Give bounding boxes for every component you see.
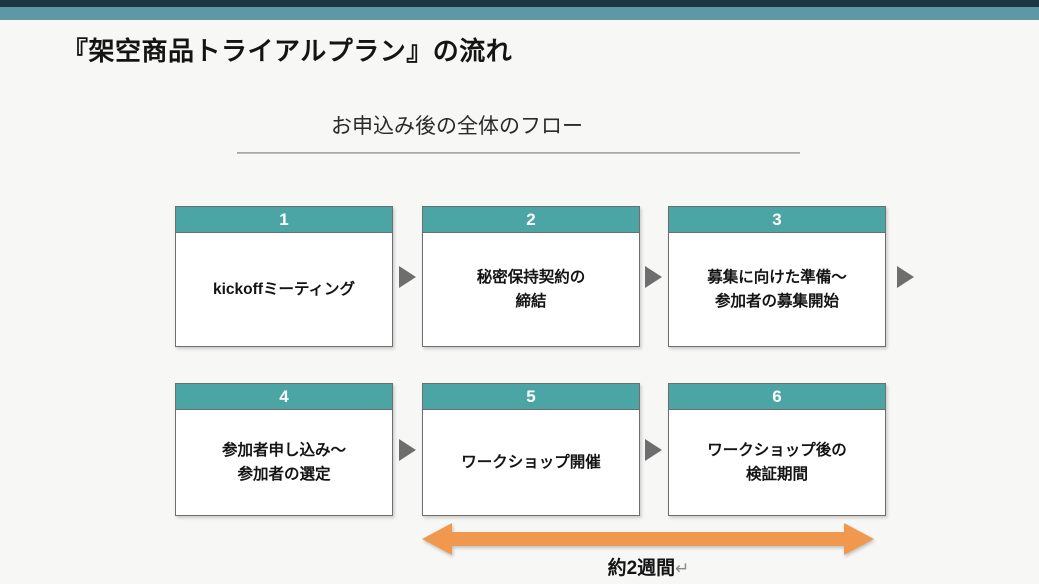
flow-arrow-icon bbox=[897, 266, 914, 288]
step-card-2: 2 秘密保持契約の 締結 bbox=[422, 206, 640, 347]
flow-arrow-icon bbox=[399, 439, 416, 461]
step-title: 参加者申し込み～ 参加者の選定 bbox=[221, 442, 346, 483]
step-number: 3 bbox=[669, 207, 885, 233]
step-number: 5 bbox=[423, 384, 639, 410]
step-title: ワークショップ開催 bbox=[461, 453, 601, 471]
step-title: ワークショップ後の 検証期間 bbox=[707, 442, 847, 483]
duration-text: 約2週間 bbox=[607, 558, 676, 579]
paragraph-return-icon: ↵ bbox=[675, 559, 690, 578]
flow-arrow-icon bbox=[645, 266, 662, 288]
step-title: 秘密保持契約の 締結 bbox=[476, 269, 586, 310]
step-number: 6 bbox=[669, 384, 885, 410]
step-card-1: 1 kickoffミーティング bbox=[175, 206, 393, 347]
section-subtitle: お申込み後の全体のフロー bbox=[331, 115, 583, 138]
step-number: 2 bbox=[423, 207, 639, 233]
step-number: 4 bbox=[176, 384, 392, 410]
step-card-4: 4 参加者申し込み～ 参加者の選定 bbox=[175, 383, 393, 516]
step-card-6: 6 ワークショップ後の 検証期間 bbox=[668, 383, 886, 516]
step-title: kickoffミーティング bbox=[212, 280, 356, 298]
step-card-5: 5 ワークショップ開催 bbox=[422, 383, 640, 516]
top-teal-bar bbox=[0, 7, 1039, 20]
duration-range-arrow-icon bbox=[422, 523, 874, 555]
duration-label: 約2週間↵ bbox=[422, 553, 875, 580]
step-title: 募集に向けた準備～ 参加者の募集開始 bbox=[707, 269, 847, 310]
step-card-3: 3 募集に向けた準備～ 参加者の募集開始 bbox=[668, 206, 886, 347]
step-number: 1 bbox=[176, 207, 392, 233]
page-title: 『架空商品トライアルプラン』の流れ bbox=[62, 36, 513, 66]
subtitle-underline bbox=[237, 152, 800, 154]
top-navy-bar bbox=[0, 0, 1039, 7]
flow-arrow-icon bbox=[399, 266, 416, 288]
flow-arrow-icon bbox=[645, 439, 662, 461]
